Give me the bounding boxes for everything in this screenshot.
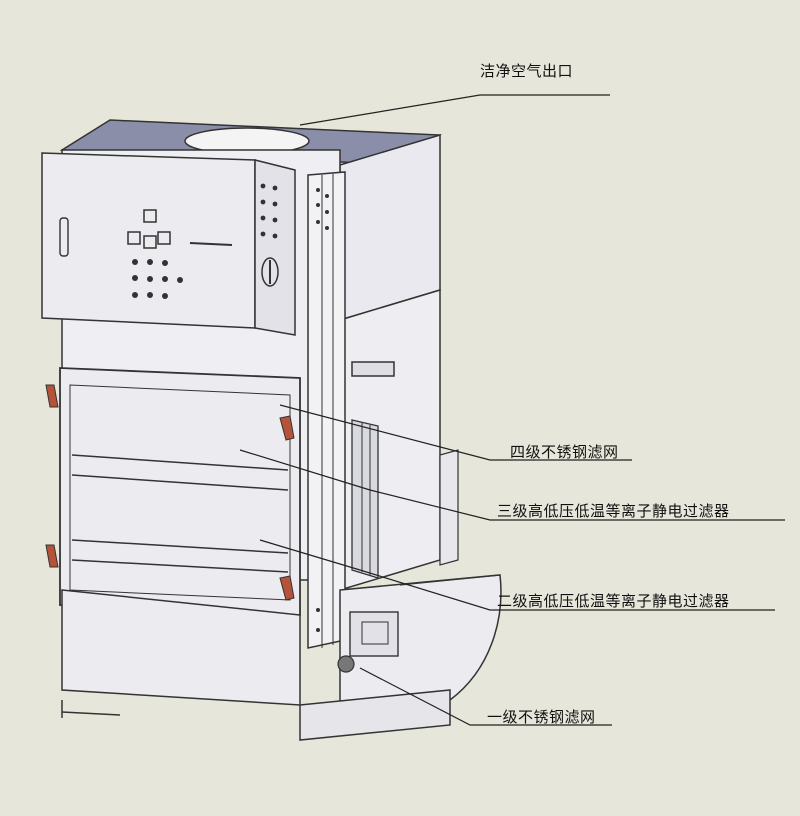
door-latches	[45, 384, 295, 601]
label-stage3-filter: 三级高低压低温等离子静电过滤器	[497, 502, 730, 520]
vertical-rail	[307, 171, 346, 649]
label-stage4-mesh: 四级不锈钢滤网	[510, 443, 619, 461]
control-box	[41, 152, 296, 336]
duct-flap	[439, 449, 459, 566]
side-filter-slot	[351, 419, 379, 579]
label-stage2-filter: 二级高低压低温等离子静电过滤器	[497, 592, 730, 610]
base-foot	[299, 689, 451, 741]
side-handle	[351, 361, 395, 377]
label-clean-air-outlet: 洁净空气出口	[480, 62, 574, 80]
valve-box	[337, 611, 399, 673]
leader-lines	[239, 94, 785, 726]
filter-door	[59, 367, 301, 616]
right-side-panel	[339, 133, 441, 322]
label-stage1-mesh: 一级不锈钢滤网	[487, 708, 596, 726]
